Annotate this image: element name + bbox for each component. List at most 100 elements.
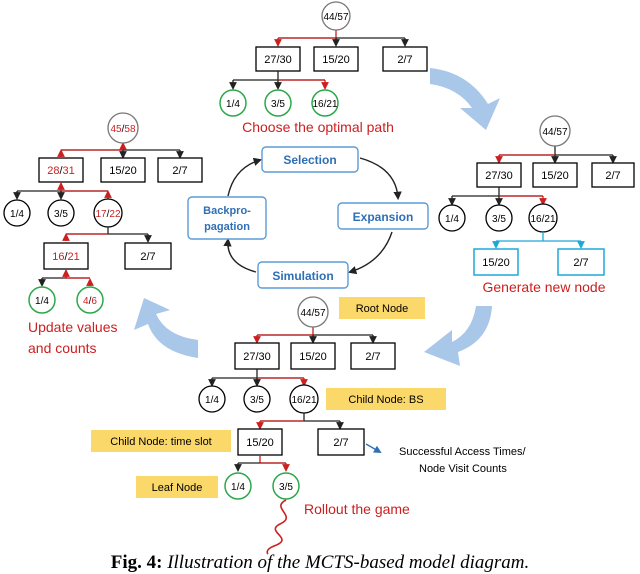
tree-top-root [321,1,351,31]
cycle-selection-label: Selection [283,153,336,167]
figure-caption-label: Fig. 4: [110,552,163,573]
tree-bottom-leaf-5-label: 3/5 [279,482,293,493]
tree-bottom-sub-node-1-label: 15/20 [246,437,274,449]
tree-left-leaf-5-num: 4 [83,296,89,307]
tree-left-leaf-2-label: 3/5 [54,209,68,220]
flow-arrow-right-down [424,306,492,366]
tree-bottom-node-3 [350,342,396,370]
label-root-node-text: Root Node [356,303,409,315]
tree-top-leaf-1-label: 1/4 [226,99,240,110]
tree-left-leaf-3-den: 22 [109,209,121,220]
tree-left-node-3-label: 2/7 [172,165,187,177]
tree-left-root [107,112,139,144]
tree-left-caption-2: and counts [28,340,97,356]
tree-left-node-2 [100,157,146,183]
tree-bottom-root [297,296,329,328]
tree-top-node-1 [255,46,301,72]
mcts-cycle: Selection Expansion Simulation Backpro- … [187,146,429,289]
tree-left-leaf-4 [28,286,56,314]
tree-left-leaf-1-label: 1/4 [10,209,24,220]
tree-bottom-leaf-3-label: 16/21 [291,395,316,406]
tree-left-node-3 [157,157,203,183]
cycle-backprop-label-2: pagation [204,221,250,233]
label-child-node-bs [326,388,446,410]
tree-right-new-node-1 [473,248,519,276]
label-child-node-time-slot [91,430,231,452]
tree-left-sub-node-1-num: 16 [52,251,64,263]
tree-bottom-sub-node-2-label: 2/7 [333,437,348,449]
label-child-node-bs-text: Child Node: BS [348,394,423,406]
tree-bottom-caption: Rollout the game [304,501,410,517]
tree-left-sub-node-2 [124,242,172,270]
tree-right-root-label: 44/57 [542,127,567,138]
rollout-squiggle [266,499,287,555]
tree-top: 44/57 27/30 15/20 2/7 1/4 3/5 16/21 Choo… [219,1,428,135]
tree-top-node-1-label: 27/30 [264,54,292,66]
tree-left-sub-node-1-label: 16/21 [52,251,80,263]
tree-left-sub-node-1-den: 21 [68,251,80,263]
tree-left-node-1-den: 31 [63,165,75,177]
tree-bottom-node-2-label: 15/20 [299,351,327,363]
cycle-expansion-box [337,202,429,230]
tree-top-leaf-3 [311,89,339,117]
tree-left-root-num: 45 [110,124,122,135]
tree-top-leaf-3-label: 16/21 [312,99,337,110]
tree-right-leaf-1-label: 1/4 [445,214,459,225]
label-child-node-time-slot-text: Child Node: time slot [110,436,212,448]
tree-left-leaf-4-label: 1/4 [35,296,49,307]
tree-left-caption-1: Update values [28,319,118,335]
tree-bottom-leaf-2 [243,385,271,413]
tree-top-node-2-label: 15/20 [322,54,350,66]
tree-right-leaf-3-label: 16/21 [530,214,555,225]
note-line-2: Node Visit Counts [419,463,507,475]
tree-bottom-node-3-label: 2/7 [365,351,380,363]
tree-left-leaf-3-num: 17 [95,209,107,220]
tree-right-node-3-label: 2/7 [605,170,620,182]
figure-caption: Fig. 4: Illustration of the MCTS-based m… [0,552,640,574]
tree-bottom-node-1-label: 27/30 [243,351,271,363]
tree-right-node-2 [532,162,578,188]
tree-left-leaf-5-label: 4/6 [83,296,97,307]
tree-left: 45/58 28/31 15/20 2/7 1/4 3/5 17/22 16/2… [3,112,203,356]
tree-bottom-sub-node-2 [317,428,365,456]
tree-left-leaf-1 [3,199,31,227]
label-root-node [339,297,425,319]
tree-left-leaf-3-label: 17/22 [95,209,120,220]
tree-bottom-leaf-4-label: 1/4 [231,482,245,493]
tree-right-node-3 [591,162,635,188]
tree-bottom-leaf-1 [198,385,226,413]
tree-left-node-1-num: 28 [47,165,59,177]
tree-bottom: Root Node 44/57 27/30 15/20 2/7 1/4 3/5 … [91,296,526,555]
tree-top-leaf-1 [219,89,247,117]
tree-right-caption: Generate new node [483,279,606,295]
flow-arrow-top-right [430,68,500,130]
tree-top-leaf-2-label: 3/5 [271,99,285,110]
tree-right-node-2-label: 15/20 [541,170,569,182]
tree-left-sub-node-2-label: 2/7 [140,251,155,263]
tree-right-leaf-1 [438,204,466,232]
tree-left-node-1-label: 28/31 [47,165,75,177]
cycle-simulation-box [257,261,349,289]
tree-right: 44/57 27/30 15/20 2/7 1/4 3/5 16/21 15/2… [438,115,635,295]
tree-left-root-den: 58 [124,124,136,135]
tree-right-new-node-2 [557,248,605,276]
tree-left-root-label: 45/58 [110,124,135,135]
tree-bottom-leaf-2-label: 3/5 [250,395,264,406]
cycle-simulation-label: Simulation [272,269,333,283]
flow-arrow-left-up [134,298,198,358]
tree-right-new-node-1-label: 15/20 [482,257,510,269]
tree-right-leaf-2-label: 3/5 [492,214,506,225]
tree-left-leaf-5 [76,286,104,314]
tree-right-root [539,115,571,147]
label-leaf-node-text: Leaf Node [152,482,203,494]
tree-left-leaf-5-den: 6 [91,296,97,307]
tree-right-node-1 [476,162,522,188]
tree-bottom-leaf-1-label: 1/4 [205,395,219,406]
figure-caption-text: Illustration of the MCTS-based model dia… [167,552,530,573]
cycle-backprop-label-1: Backpro- [203,205,251,217]
tree-bottom-sub-node-1 [237,428,283,456]
tree-bottom-leaf-5 [272,472,300,500]
label-leaf-node [136,476,218,498]
tree-top-node-3 [382,46,428,72]
note-line-1: Successful Access Times/ [399,446,526,458]
